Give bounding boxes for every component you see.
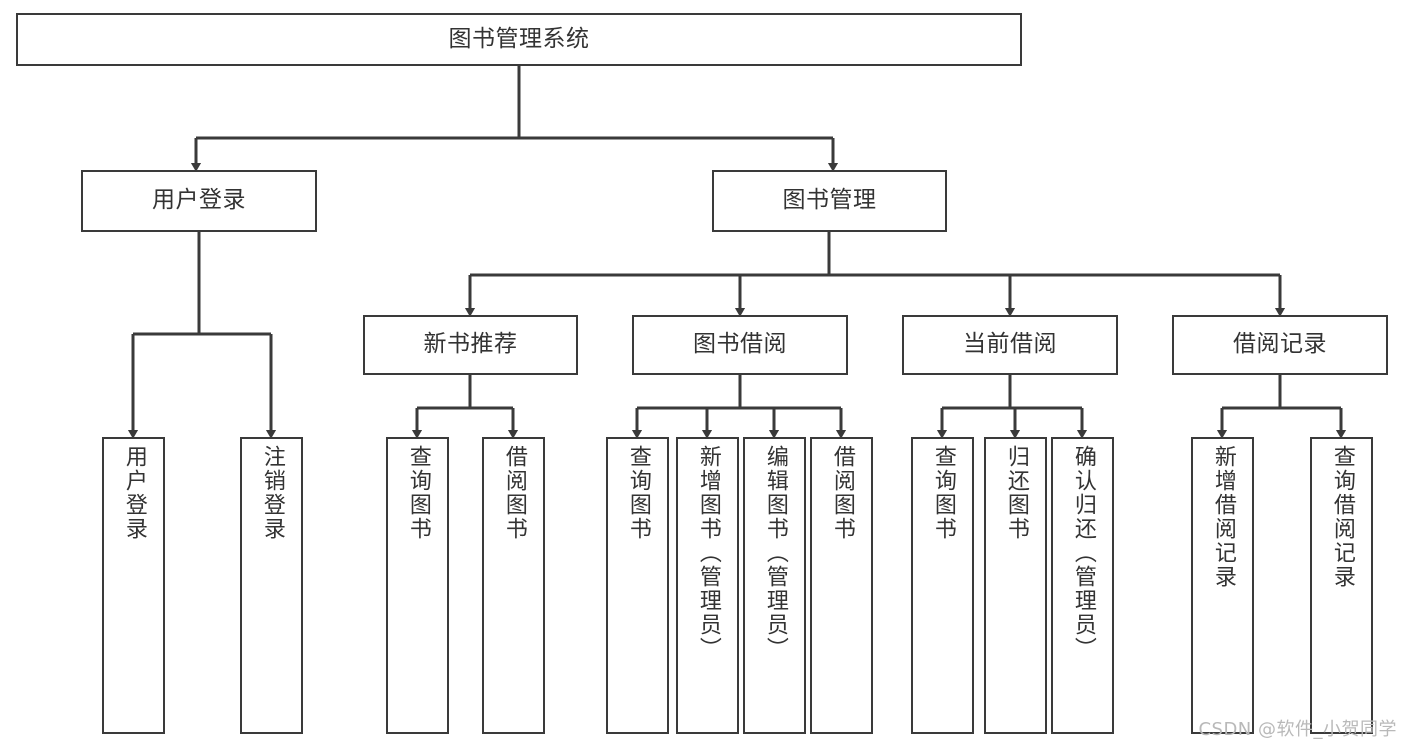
node-leaf-add-book-label: 新增图书（管理员）	[695, 445, 721, 661]
csdn-watermark: CSDN @软件_小贺同学	[1198, 719, 1397, 740]
node-book-borrow-label: 图书借阅	[693, 331, 787, 358]
node-book-borrow[interactable]: 图书借阅	[632, 315, 848, 375]
node-leaf-add-book[interactable]: 新增图书（管理员）	[676, 437, 739, 734]
node-current-borrow-label: 当前借阅	[963, 331, 1057, 358]
node-leaf-add-record[interactable]: 新增借阅记录	[1191, 437, 1254, 734]
node-root-label: 图书管理系统	[448, 25, 590, 52]
node-book-manage[interactable]: 图书管理	[712, 170, 947, 232]
node-leaf-borrow-book-rec-label: 借阅图书	[501, 445, 527, 541]
node-current-borrow[interactable]: 当前借阅	[902, 315, 1118, 375]
node-book-manage-label: 图书管理	[782, 187, 877, 214]
node-leaf-borrow-book-label: 借阅图书	[829, 445, 855, 541]
node-leaf-query-book-cur-label: 查询图书	[930, 445, 956, 541]
node-leaf-query-book-rec-label: 查询图书	[405, 445, 431, 541]
node-new-book-rec-label: 新书推荐	[423, 331, 518, 358]
node-leaf-edit-book-label: 编辑图书（管理员）	[762, 445, 788, 661]
node-leaf-query-record-label: 查询借阅记录	[1329, 445, 1355, 589]
node-leaf-user-login[interactable]: 用户登录	[102, 437, 165, 734]
node-user-login[interactable]: 用户登录	[81, 170, 317, 232]
node-new-book-rec[interactable]: 新书推荐	[363, 315, 578, 375]
node-leaf-borrow-book[interactable]: 借阅图书	[810, 437, 873, 734]
node-leaf-return-book-label: 归还图书	[1003, 445, 1029, 541]
node-leaf-edit-book[interactable]: 编辑图书（管理员）	[743, 437, 806, 734]
node-leaf-query-book-borrow[interactable]: 查询图书	[606, 437, 669, 734]
node-leaf-borrow-book-rec[interactable]: 借阅图书	[482, 437, 545, 734]
node-leaf-query-book-cur[interactable]: 查询图书	[911, 437, 974, 734]
node-root[interactable]: 图书管理系统	[16, 13, 1022, 66]
node-leaf-confirm-return-label: 确认归还（管理员）	[1070, 445, 1096, 661]
node-leaf-query-book-rec[interactable]: 查询图书	[386, 437, 449, 734]
node-leaf-user-logout-label: 注销登录	[259, 445, 285, 541]
node-leaf-query-record[interactable]: 查询借阅记录	[1310, 437, 1373, 734]
node-borrow-record[interactable]: 借阅记录	[1172, 315, 1388, 375]
node-leaf-return-book[interactable]: 归还图书	[984, 437, 1047, 734]
node-leaf-add-record-label: 新增借阅记录	[1210, 445, 1236, 589]
node-leaf-query-book-borrow-label: 查询图书	[625, 445, 651, 541]
node-leaf-user-logout[interactable]: 注销登录	[240, 437, 303, 734]
node-borrow-record-label: 借阅记录	[1233, 331, 1327, 358]
node-leaf-confirm-return[interactable]: 确认归还（管理员）	[1051, 437, 1114, 734]
node-leaf-user-login-label: 用户登录	[121, 445, 147, 541]
node-user-login-label: 用户登录	[152, 187, 246, 214]
